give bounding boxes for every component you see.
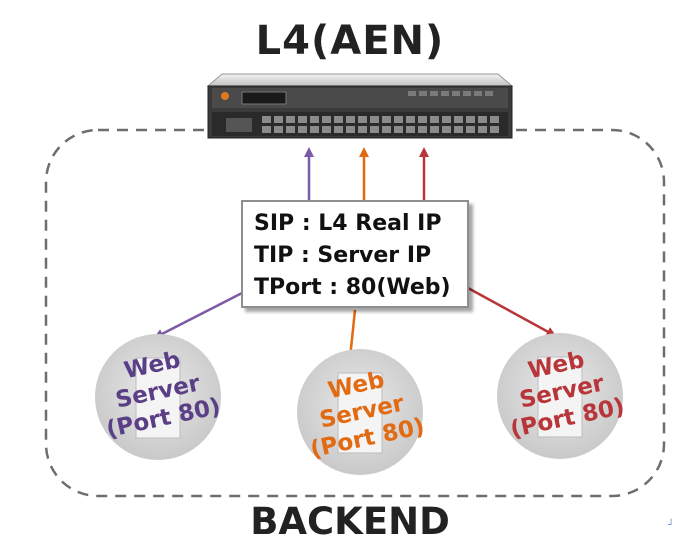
server-tower-icon: [135, 356, 583, 454]
packet-info-box: SIP : L4 Real IP TIP : Server IP TPort :…: [241, 200, 469, 308]
device-title: L4(AEN): [255, 18, 445, 64]
info-line-tport: TPort : 80(Web): [254, 275, 451, 300]
arrow-to-server-left: [153, 290, 245, 339]
corner-mark: ┘: [668, 520, 675, 531]
device-ports: [262, 116, 499, 133]
info-line-sip: SIP : L4 Real IP: [254, 211, 442, 236]
device-logo-icon: [221, 92, 229, 100]
device-display: [241, 91, 287, 105]
backend-label: BACKEND: [250, 500, 450, 543]
info-line-tip: TIP : Server IP: [254, 243, 432, 268]
l4-switch-device: [206, 73, 514, 139]
arrow-to-server-right: [467, 286, 557, 337]
